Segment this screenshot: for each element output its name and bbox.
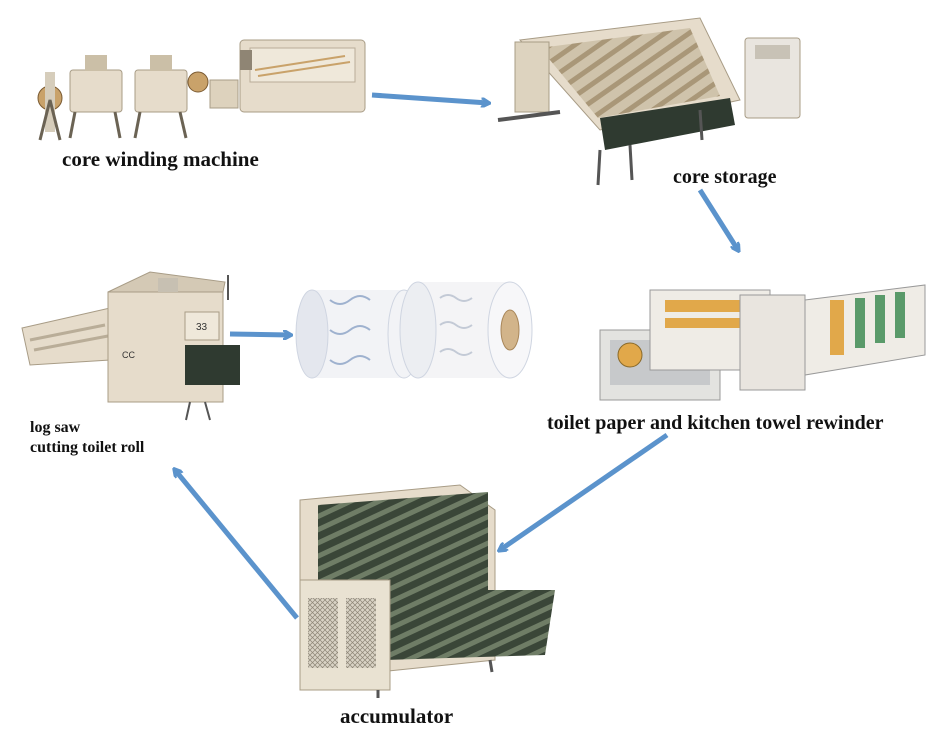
label-core-storage: core storage [673,166,777,188]
accumulator-grille-right [346,598,376,668]
winding-head-2 [150,55,172,71]
unit-2-legs [133,111,188,139]
glue-unit [209,79,239,109]
label-log-saw: log saw cutting toilet roll [30,418,144,458]
label-log-saw-line-1: log saw [30,419,81,436]
rewinder-control-cabinet [739,294,806,391]
core-winder-belts [254,55,351,77]
accumulator-grille-left [308,598,338,668]
winding-head-1 [85,55,107,71]
label-log-saw-line-2: cutting toilet roll [30,439,145,456]
storage-legs [596,109,704,186]
toilet-roll-left [295,289,421,379]
rewinder-image [599,284,926,401]
log-saw-panel-mark-top: 33 [196,322,208,333]
accumulator-feet [376,659,494,698]
accumulator-outfeed-conveyor [385,590,555,660]
label-accumulator: accumulator [340,704,454,728]
toilet-rolls-image [295,281,533,379]
storage-side-panel [514,41,550,113]
embossing-roll-3 [875,295,885,343]
core-winder-window [249,47,356,83]
rewinder-roller-2 [665,318,755,328]
embossing-roll-2 [855,298,865,348]
core-winding-machine-image [37,39,366,141]
storage-infeed-rail [497,110,561,122]
winding-unit-1 [69,69,123,113]
label-core-winding-machine: core winding machine [62,147,259,171]
jumbo-roll [617,342,643,368]
paper-unwind-stand-1 [37,72,63,141]
log-saw-image: 33 CC [21,271,240,421]
arrow-core-winding-to-storage [371,92,488,103]
log-saw-exhaust [158,278,178,292]
outfeed-hood [755,45,790,59]
paper-reel-small [187,71,209,93]
embossing-roll-1 [830,300,844,355]
log-saw-infeed-conveyor [21,307,111,366]
log-saw-panel-mark-side: CC [122,350,135,360]
accumulator-image [299,484,555,698]
rewinder-roller-1 [665,300,755,312]
embossing-roll-4 [895,292,905,338]
log-saw-window [184,311,220,341]
control-panel [240,50,252,70]
core-storage-image [497,17,801,186]
storage-core-racks [540,28,720,118]
arrow-rewinder-to-accumulator [500,432,669,550]
infeed-channels [29,323,109,352]
arrow-storage-to-rewinder [697,188,738,250]
log-saw-legs [185,401,211,421]
winding-unit-2 [134,69,188,113]
toilet-roll-right [399,281,533,379]
flow-arrows [175,92,738,620]
arrow-accumulator-to-log-saw [175,470,299,620]
log-saw-outfeed [185,345,240,385]
unit-1-legs [68,111,122,139]
label-rewinder: toilet paper and kitchen towel rewinder [547,412,884,434]
arrow-log-saw-to-rolls [229,334,290,335]
